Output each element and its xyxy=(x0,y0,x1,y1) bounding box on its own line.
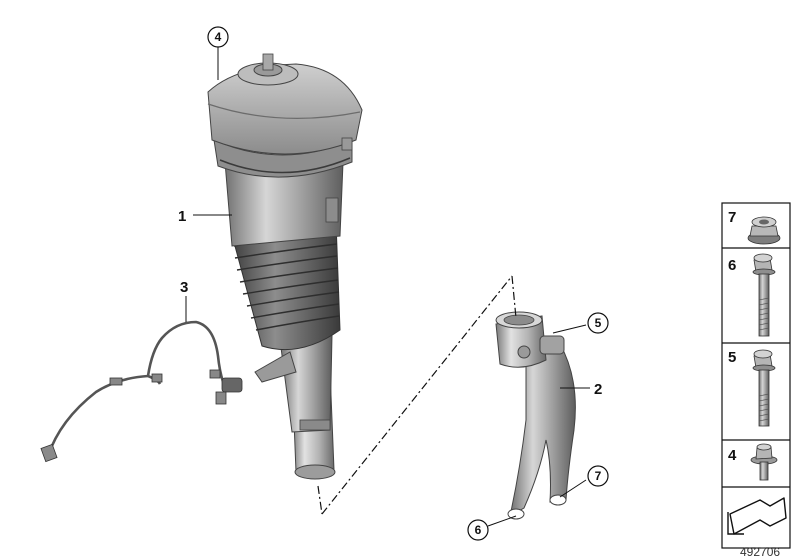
side-item-6-label: 6 xyxy=(728,257,736,274)
long-hex-bolt-icon xyxy=(752,253,776,337)
callout-5-text: 5 xyxy=(595,316,602,330)
direction-arrow-icon xyxy=(727,497,787,535)
side-item-7-label: 7 xyxy=(728,209,736,226)
callout-7: 7 xyxy=(587,465,609,487)
air-spring-strut xyxy=(207,53,363,480)
diagram-number: 492706 xyxy=(740,545,780,559)
callout-5: 5 xyxy=(587,312,609,334)
side-parts-panel: 7 6 5 xyxy=(721,202,791,549)
callout-3: 3 xyxy=(180,279,188,296)
washer-bolt-icon xyxy=(750,443,778,481)
hex-bolt-icon xyxy=(752,349,776,427)
sensor-cable xyxy=(40,320,243,463)
callout-6-text: 6 xyxy=(475,523,482,537)
callout-4-text: 4 xyxy=(215,30,222,44)
flange-nut-icon xyxy=(747,216,781,245)
side-item-4-label: 4 xyxy=(728,447,737,464)
callout-7-text: 7 xyxy=(595,469,602,483)
side-item-5-label: 5 xyxy=(728,349,736,366)
leader-lines xyxy=(185,47,590,527)
callout-4: 4 xyxy=(207,26,229,48)
callout-2: 2 xyxy=(594,381,602,398)
assembly-lines xyxy=(317,275,517,515)
callout-1: 1 xyxy=(178,208,186,225)
callout-6: 6 xyxy=(467,519,489,541)
strut-fork xyxy=(495,311,576,520)
